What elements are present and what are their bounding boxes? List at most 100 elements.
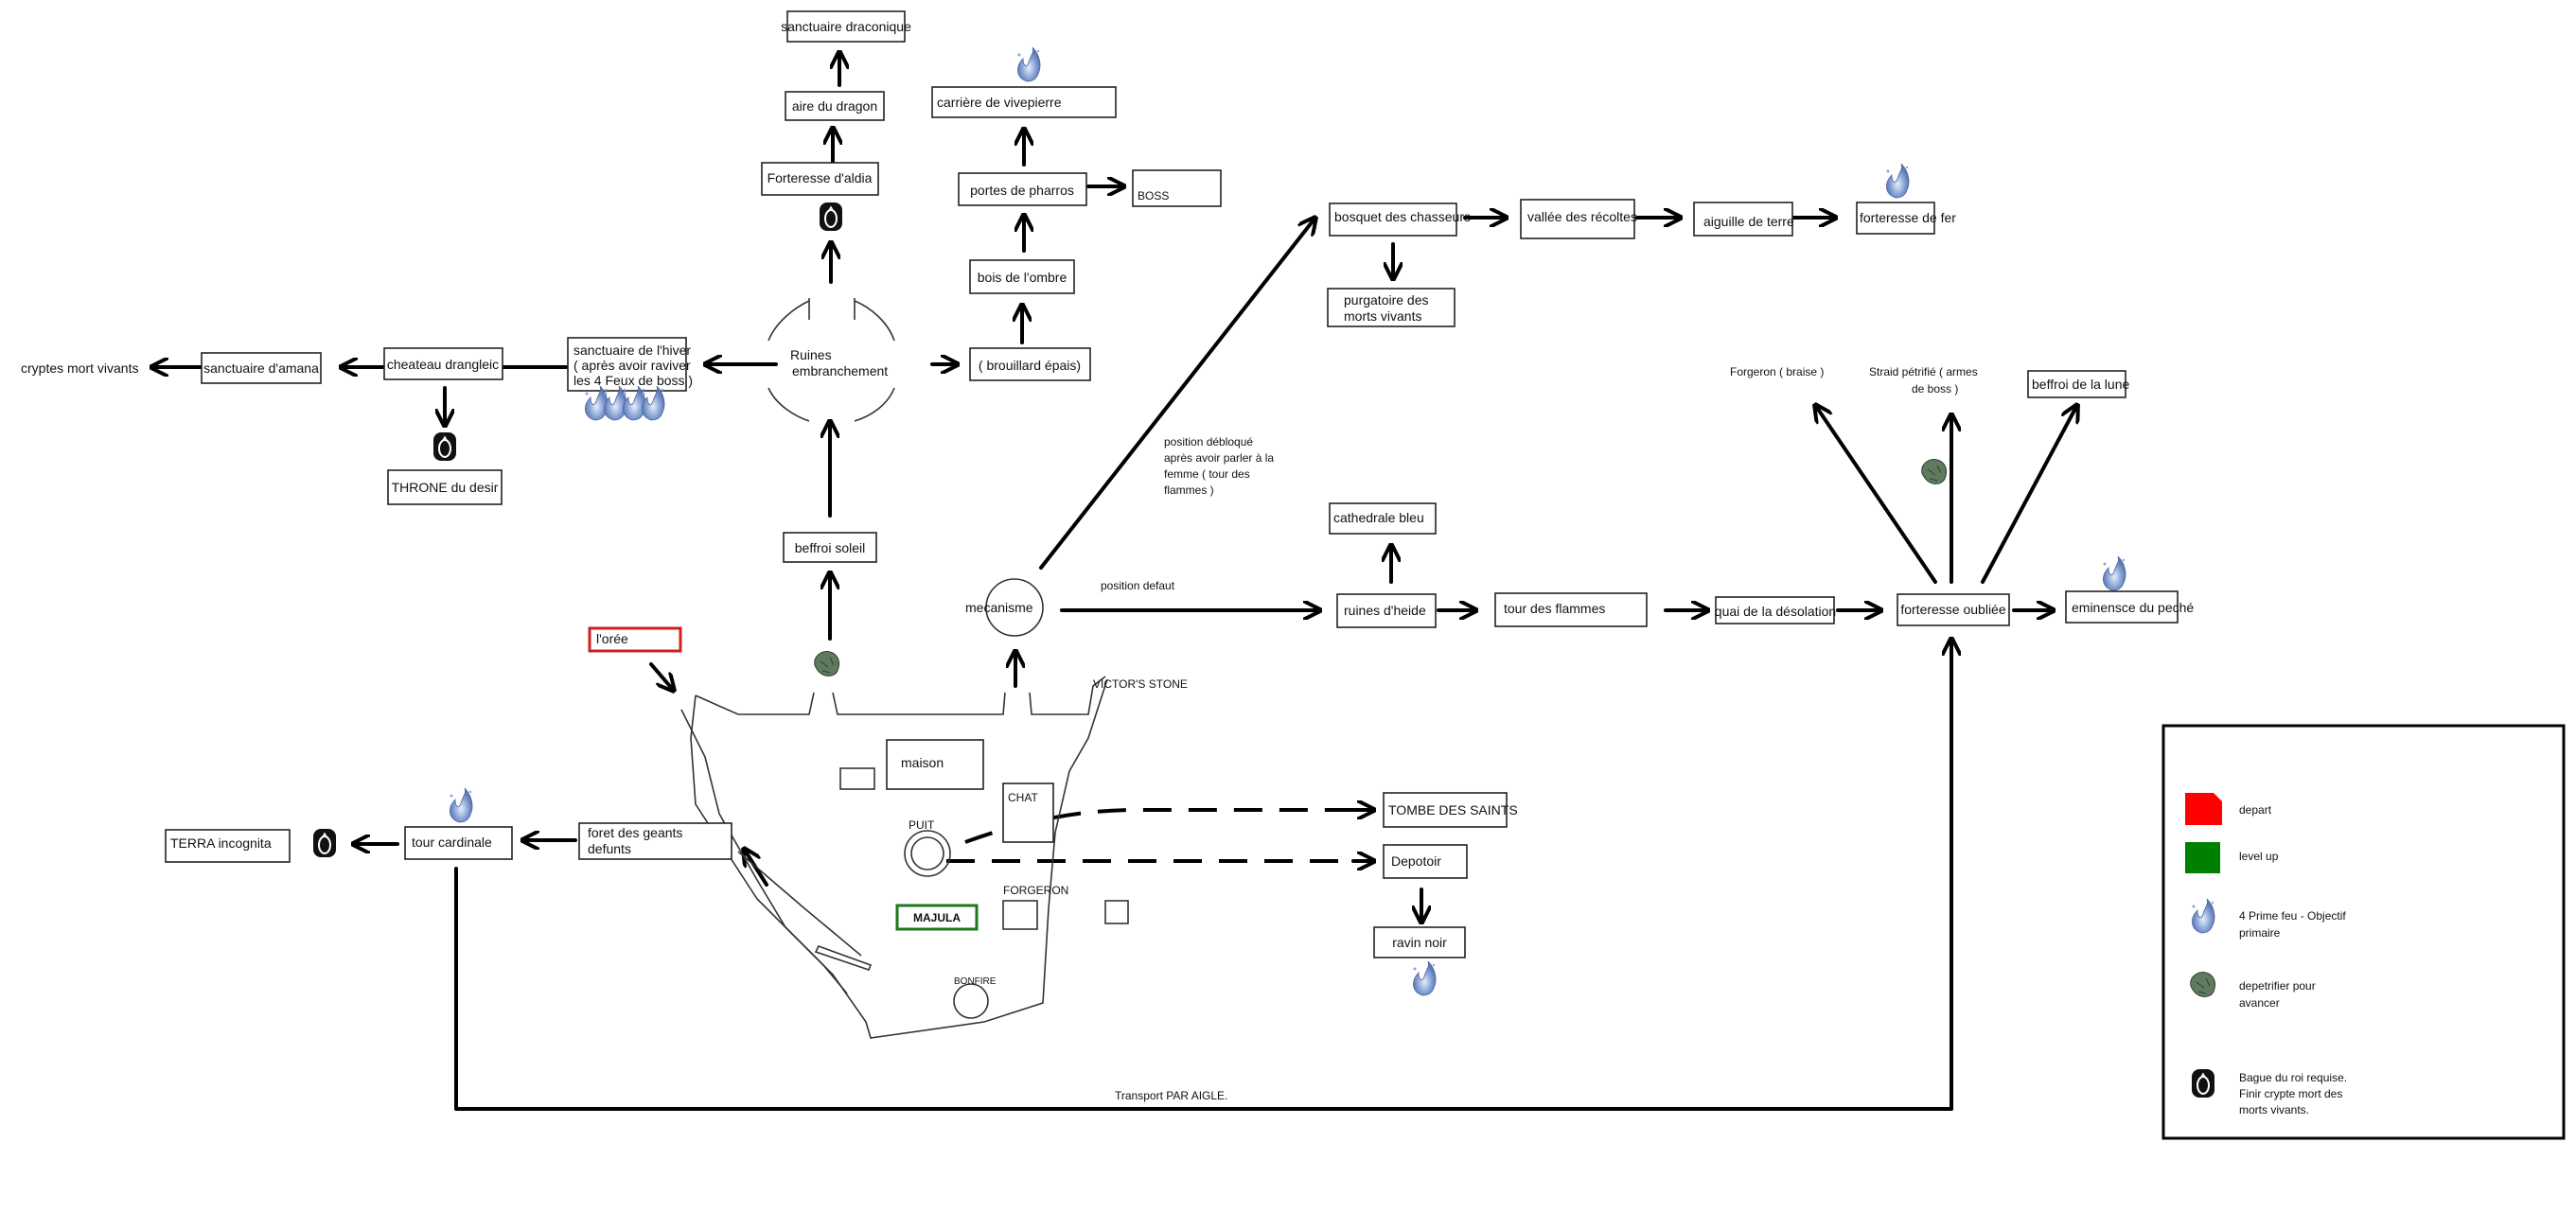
svg-text:beffroi de la lune: beffroi de la lune (2032, 377, 2129, 392)
svg-text:defunts: defunts (588, 841, 631, 856)
node-boss: BOSS (1132, 169, 1222, 207)
svg-text:forteresse de fer: forteresse de fer (1860, 210, 1956, 225)
svg-text:cathedrale bleu: cathedrale bleu (1333, 510, 1424, 525)
legend-level-up-label: level up (2239, 850, 2279, 863)
node-vallee: vallée des récoltes (1520, 199, 1637, 239)
svg-text:tour cardinale: tour cardinale (412, 835, 492, 850)
svg-text:Ruines: Ruines (790, 347, 832, 362)
legend: depart level up 4 Prime feu - Objectif p… (2161, 724, 2566, 1140)
svg-text:carrière de vivepierre: carrière de vivepierre (937, 95, 1062, 110)
legend-depart-label: depart (2239, 803, 2272, 817)
node-depotoir: Depotoir (1383, 844, 1468, 879)
node-quai: quai de la désolation (1715, 596, 1836, 624)
node-purgatoire: purgatoire des morts vivants (1327, 288, 1456, 327)
node-bois-ombre: bois de l'ombre (969, 259, 1075, 294)
svg-text:beffroi soleil: beffroi soleil (795, 540, 865, 555)
svg-text:BOSS: BOSS (1138, 189, 1169, 202)
prime-flame-icon (1016, 46, 1041, 82)
svg-text:de boss ): de boss ) (1912, 382, 1958, 396)
forgeron-label: FORGERON (1003, 884, 1068, 897)
node-chat: CHAT (1002, 782, 1054, 843)
node-sanctuaire-amana: sanctuaire d'amana (201, 352, 322, 384)
node-sanctuaire-draconique: sanctuaire draconique (781, 10, 911, 43)
node-oree: l'orée (588, 626, 682, 653)
prime-flame-icon (449, 787, 473, 823)
node-throne: THRONE du desir (387, 469, 503, 505)
node-beffroi-soleil: beffroi soleil (783, 532, 877, 563)
svg-text:sanctuaire de l'hiver: sanctuaire de l'hiver (573, 343, 691, 358)
legend-depetrifier-label: avancer (2239, 996, 2280, 1010)
svg-text:ravin noir: ravin noir (1392, 935, 1447, 950)
legend-ring-icon (2191, 1068, 2215, 1099)
svg-text:quai de la désolation: quai de la désolation (1715, 604, 1836, 619)
node-ruines-heide: ruines d'heide (1336, 593, 1437, 628)
svg-text:cryptes mort vivants: cryptes mort vivants (21, 360, 138, 376)
legend-box (2161, 724, 2566, 1140)
svg-text:bois de l'ombre: bois de l'ombre (978, 270, 1067, 285)
svg-text:( après avoir raviver: ( après avoir raviver (573, 358, 691, 373)
node-chateau-drangleic: cheateau drangleic (383, 347, 503, 380)
svg-text:tour des flammes: tour des flammes (1504, 601, 1605, 616)
node-forteresse-aldia: Forteresse d'aldia (761, 162, 879, 196)
ring-required-icon (432, 431, 457, 462)
svg-text:cheateau drangleic: cheateau drangleic (387, 357, 499, 372)
svg-text:portes de pharros: portes de pharros (970, 183, 1074, 198)
node-forteresse-fer: forteresse de fer (1856, 202, 1956, 235)
svg-text:après avoir parler à la: après avoir parler à la (1164, 451, 1274, 465)
svg-text:THRONE du desir: THRONE du desir (392, 480, 499, 495)
arrows (150, 50, 2077, 1111)
node-brouillard: ( brouillard épais) (969, 347, 1091, 381)
victors-stone-label: VICTOR'S STONE (1093, 677, 1188, 691)
node-straid: Straid pétrifié ( armes de boss ) (1869, 365, 1978, 396)
node-tombe-saints: TOMBE DES SAINTS (1383, 792, 1518, 828)
node-foret-geants: foret des geants defunts (578, 822, 732, 860)
node-forgeron-braise: Forgeron ( braise ) (1730, 365, 1824, 378)
prime-flame-icon (1412, 960, 1437, 996)
node-ravin-noir: ravin noir (1373, 926, 1466, 958)
puit-label: PUIT (909, 818, 935, 832)
svg-text:aiguille de terre: aiguille de terre (1703, 214, 1794, 229)
legend-bague-label: morts vivants. (2239, 1103, 2309, 1116)
svg-text:CHAT: CHAT (1008, 791, 1038, 804)
transport-label: Transport PAR AIGLE. (1115, 1089, 1227, 1102)
prime-flame-icon (2102, 555, 2126, 591)
svg-text:l'orée: l'orée (596, 631, 628, 646)
svg-text:embranchement: embranchement (792, 363, 888, 378)
node-eminence: eminensce du peché (2065, 590, 2194, 624)
svg-text:sanctuaire d'amana: sanctuaire d'amana (203, 360, 319, 376)
svg-text:Depotoir: Depotoir (1391, 853, 1441, 869)
node-beffroi-lune: beffroi de la lune (2027, 370, 2129, 398)
node-sanctuaire-hiver: sanctuaire de l'hiver ( après avoir ravi… (567, 337, 693, 392)
majula-outline (680, 298, 1129, 1039)
svg-text:purgatoire des: purgatoire des (1344, 292, 1429, 308)
legend-bague-label: Bague du roi requise. (2239, 1071, 2347, 1084)
note-position-defaut: position defaut (1101, 579, 1175, 592)
node-tour-flammes: tour des flammes (1494, 592, 1648, 627)
petrified-stone-icon (814, 651, 840, 677)
ring-required-icon (819, 202, 843, 232)
node-portes-pharros: portes de pharros (958, 172, 1087, 206)
bonfire-label: BONFIRE (954, 976, 997, 987)
svg-text:Forteresse d'aldia: Forteresse d'aldia (768, 170, 873, 185)
svg-text:eminensce du peché: eminensce du peché (2072, 600, 2194, 615)
node-maison: maison (886, 739, 984, 790)
svg-text:flammes ): flammes ) (1164, 483, 1214, 497)
ring-required-icon (312, 828, 337, 858)
node-aiguille: aiguille de terre (1693, 202, 1794, 237)
node-cryptes: cryptes mort vivants (21, 360, 138, 376)
node-terra-incognita: TERRA incognita (165, 829, 291, 863)
svg-text:TERRA incognita: TERRA incognita (170, 835, 272, 851)
legend-prime-feu-label: 4 Prime feu - Objectif (2239, 909, 2346, 923)
node-mecanisme: mecanisme (965, 600, 1033, 615)
legend-level-up-swatch (2185, 842, 2220, 873)
node-bosquet: bosquet des chasseurs (1329, 202, 1471, 237)
svg-text:TOMBE DES SAINTS: TOMBE DES SAINTS (1388, 802, 1518, 817)
svg-text:Straid pétrifié ( armes: Straid pétrifié ( armes (1869, 365, 1978, 378)
legend-prime-feu-label: primaire (2239, 926, 2281, 940)
legend-depart-swatch (2185, 793, 2222, 825)
svg-text:foret des geants: foret des geants (588, 825, 682, 840)
node-forteresse-oubliee: forteresse oubliée (1897, 593, 2010, 626)
petrified-stone-icon (1921, 459, 1948, 484)
svg-text:sanctuaire draconique: sanctuaire draconique (781, 19, 911, 34)
